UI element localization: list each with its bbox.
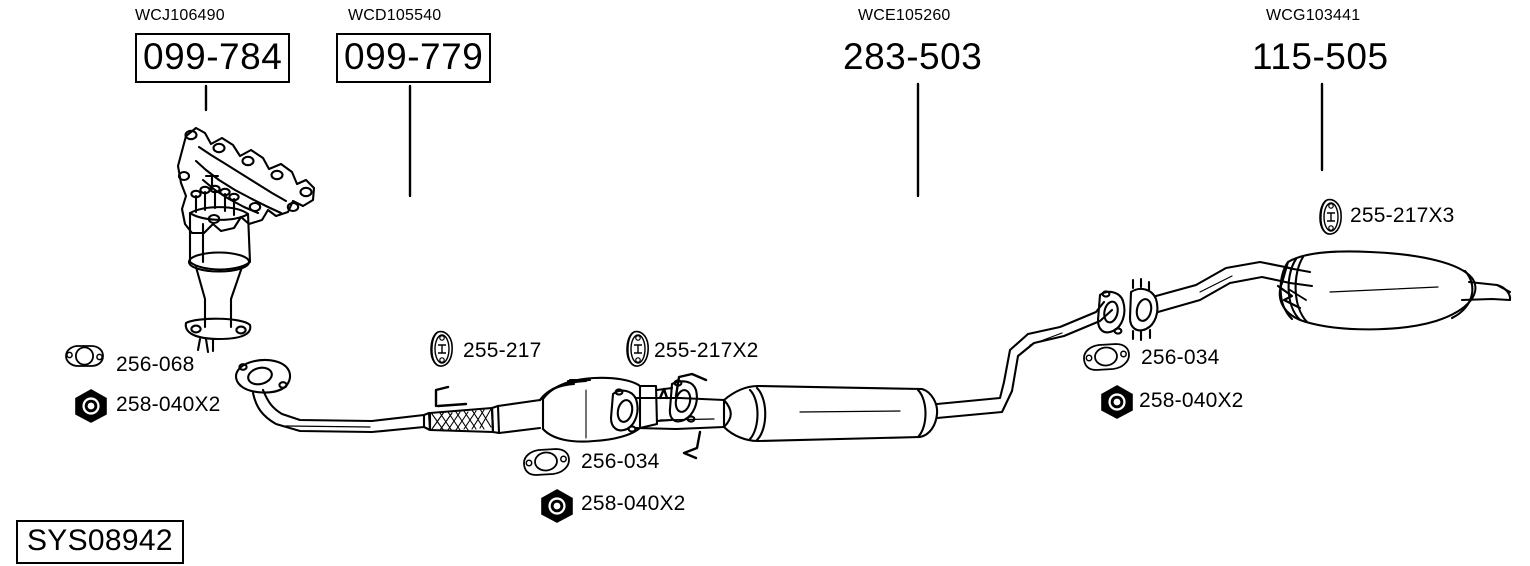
part-number-099-784: 099-784 [135,33,291,83]
front-pipe-part [235,358,698,443]
oval-gasket-icon [520,446,572,478]
hex-nut-icon [541,489,573,523]
hex-nut-icon [539,489,575,523]
rubber-hanger-icon [625,329,651,367]
fitting-label: 255-217X2 [654,339,759,362]
leader-lines [204,82,1324,198]
part-reference-code: WCD105540 [348,7,442,24]
hex-nut-icon [75,389,107,423]
system-code-container: SYS08942 [16,520,184,564]
oval-gasket-icon [1080,341,1132,373]
part-number-115-505: 115-505 [1252,38,1389,75]
rubber-hanger-icon [429,329,455,367]
fitting-label: 258-040X2 [581,492,686,515]
part-number-text: 283-503 [843,36,983,77]
fitting-label: 256-034 [1141,346,1220,369]
fitting-label: 256-034 [581,450,660,473]
centre-pipe-resonator-part [609,372,1014,460]
round-gasket-icon [65,345,104,367]
fitting-label: 255-217 [463,339,542,362]
rear-muffler-part [1128,250,1512,342]
fitting-label: 255-217X3 [1350,204,1455,227]
part-reference-code: WCE105260 [858,7,951,24]
system-code: SYS08942 [16,520,184,564]
part-number-099-779: 099-779 [336,33,492,83]
manifold-catalytic-converter-part [176,126,316,354]
part-reference-code: WCJ106490 [135,7,225,24]
rubber-hanger-icon [430,330,453,367]
part-reference-code: WCG103441 [1266,7,1361,24]
part-number-text: 099-779 [336,33,492,83]
part-number-text: 115-505 [1252,36,1389,77]
round-gasket-icon [60,341,108,371]
rubber-hanger-icon [1319,198,1342,235]
fitting-label: 258-040X2 [1139,389,1244,412]
rubber-hanger-icon [626,330,649,367]
hex-nut-icon [73,389,109,423]
rear-pipe-part [1002,290,1126,393]
part-number-283-503: 283-503 [843,38,982,75]
hex-nut-icon [1101,385,1133,419]
hex-nut-icon [1099,385,1135,419]
fitting-label: 256-068 [116,353,195,376]
fitting-label: 258-040X2 [116,393,221,416]
rubber-hanger-icon [1318,197,1344,235]
oval-gasket-icon [523,448,570,476]
oval-gasket-icon [1083,343,1130,371]
part-number-text: 099-784 [135,33,291,83]
